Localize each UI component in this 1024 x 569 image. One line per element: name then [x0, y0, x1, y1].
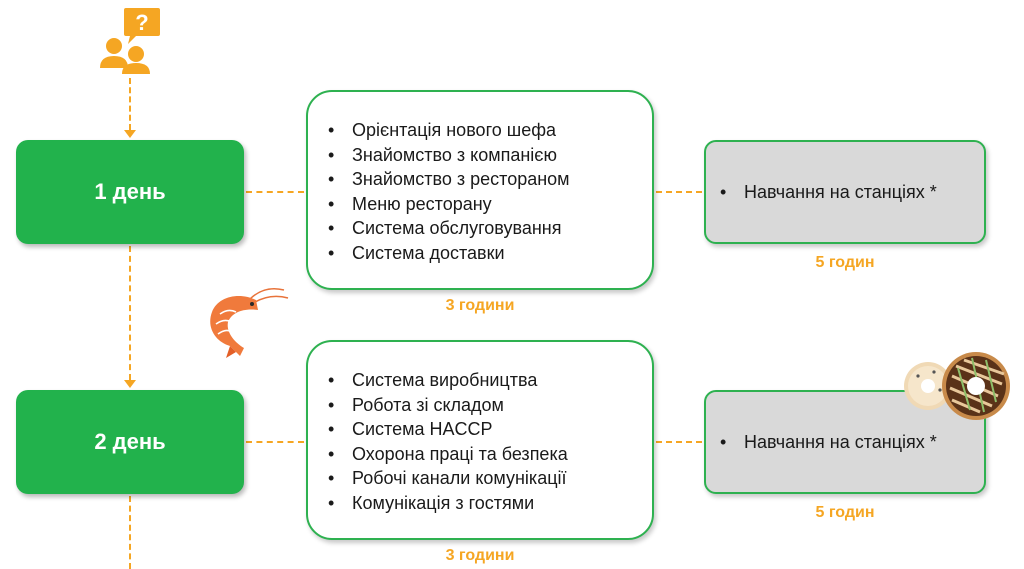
- list-item: Охорона праці та безпека: [328, 442, 652, 467]
- list-item: Знайомство з компанією: [328, 143, 652, 168]
- connector-day2-topics: [246, 441, 304, 443]
- day-1-topics-list: Орієнтація нового шефа Знайомство з комп…: [308, 92, 652, 266]
- list-item: Комунікація з гостями: [328, 491, 652, 516]
- connector-topics1-station: [656, 191, 702, 193]
- connector-day1-topics: [246, 191, 304, 193]
- connector-middle: [129, 246, 131, 380]
- bullet-icon: •: [720, 431, 727, 452]
- day-2-topics-hours: 3 години: [445, 547, 515, 564]
- day-1-station-label: Навчання на станціях *: [744, 181, 937, 202]
- list-item: Система виробництва: [328, 368, 652, 393]
- day-2-station-label: Навчання на станціях *: [744, 431, 937, 452]
- day-1-station-box: • Навчання на станціях *: [704, 140, 986, 244]
- day-1-topics-hours: 3 години: [445, 297, 515, 314]
- day-1-topics-box: Орієнтація нового шефа Знайомство з комп…: [306, 90, 654, 290]
- arrow-down-icon: [124, 130, 136, 138]
- day-2-topics-box: Система виробництва Робота зі складом Си…: [306, 340, 654, 540]
- day-1-label: 1 день: [94, 179, 166, 204]
- day-2-box[interactable]: 2 день: [16, 390, 244, 494]
- shrimp-icon: [210, 288, 289, 358]
- list-item: Робочі канали комунікації: [328, 466, 652, 491]
- connector-bottom: [129, 496, 131, 569]
- day-2-topics-list: Система виробництва Робота зі складом Си…: [308, 342, 652, 516]
- day-1-station-hours: 5 годин: [815, 254, 875, 271]
- connector-topics2-station: [656, 441, 702, 443]
- list-item: Система обслуговування: [328, 216, 652, 241]
- svg-text:?: ?: [135, 10, 148, 35]
- list-item: Орієнтація нового шефа: [328, 118, 652, 143]
- list-item: Робота зі складом: [328, 393, 652, 418]
- bullet-icon: •: [720, 181, 727, 202]
- list-item: Знайомство з рестораном: [328, 167, 652, 192]
- connector-top: [129, 78, 131, 130]
- day-2-station-hours: 5 годин: [815, 504, 875, 521]
- donut-icon: [904, 352, 1010, 420]
- people-question-icon: ?: [100, 8, 160, 74]
- list-item: Меню ресторану: [328, 192, 652, 217]
- arrow-down-icon: [124, 380, 136, 388]
- day-2-label: 2 день: [94, 429, 166, 454]
- day-2-station-box: • Навчання на станціях *: [704, 390, 986, 494]
- day-1-box[interactable]: 1 день: [16, 140, 244, 244]
- list-item: Система доставки: [328, 241, 652, 266]
- list-item: Система HACCP: [328, 417, 652, 442]
